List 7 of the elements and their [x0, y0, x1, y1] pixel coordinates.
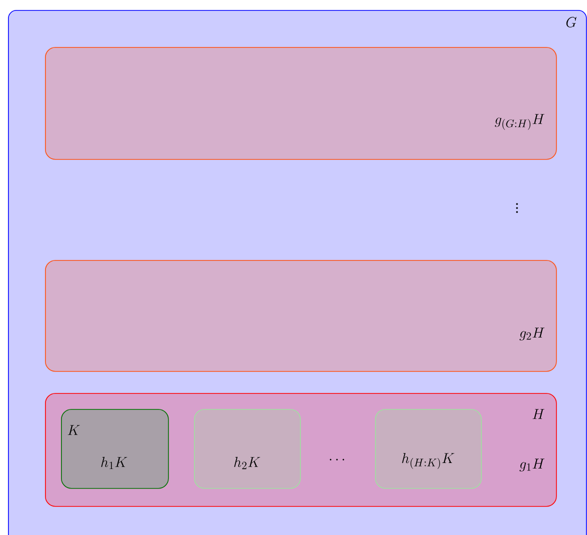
coset-box: $g_2H$: [45, 260, 557, 372]
ellipsis: $\vdots$: [516, 203, 518, 213]
subgroup-box: $K$ $h_1K$: [61, 409, 169, 489]
coset-box: $h_2K$: [194, 409, 301, 489]
coset-box: $h_{(H:K)}K$: [375, 409, 482, 489]
ellipsis: $\cdots$: [330, 458, 344, 460]
coset-box: $g_{(G:H)}H$: [45, 47, 557, 160]
